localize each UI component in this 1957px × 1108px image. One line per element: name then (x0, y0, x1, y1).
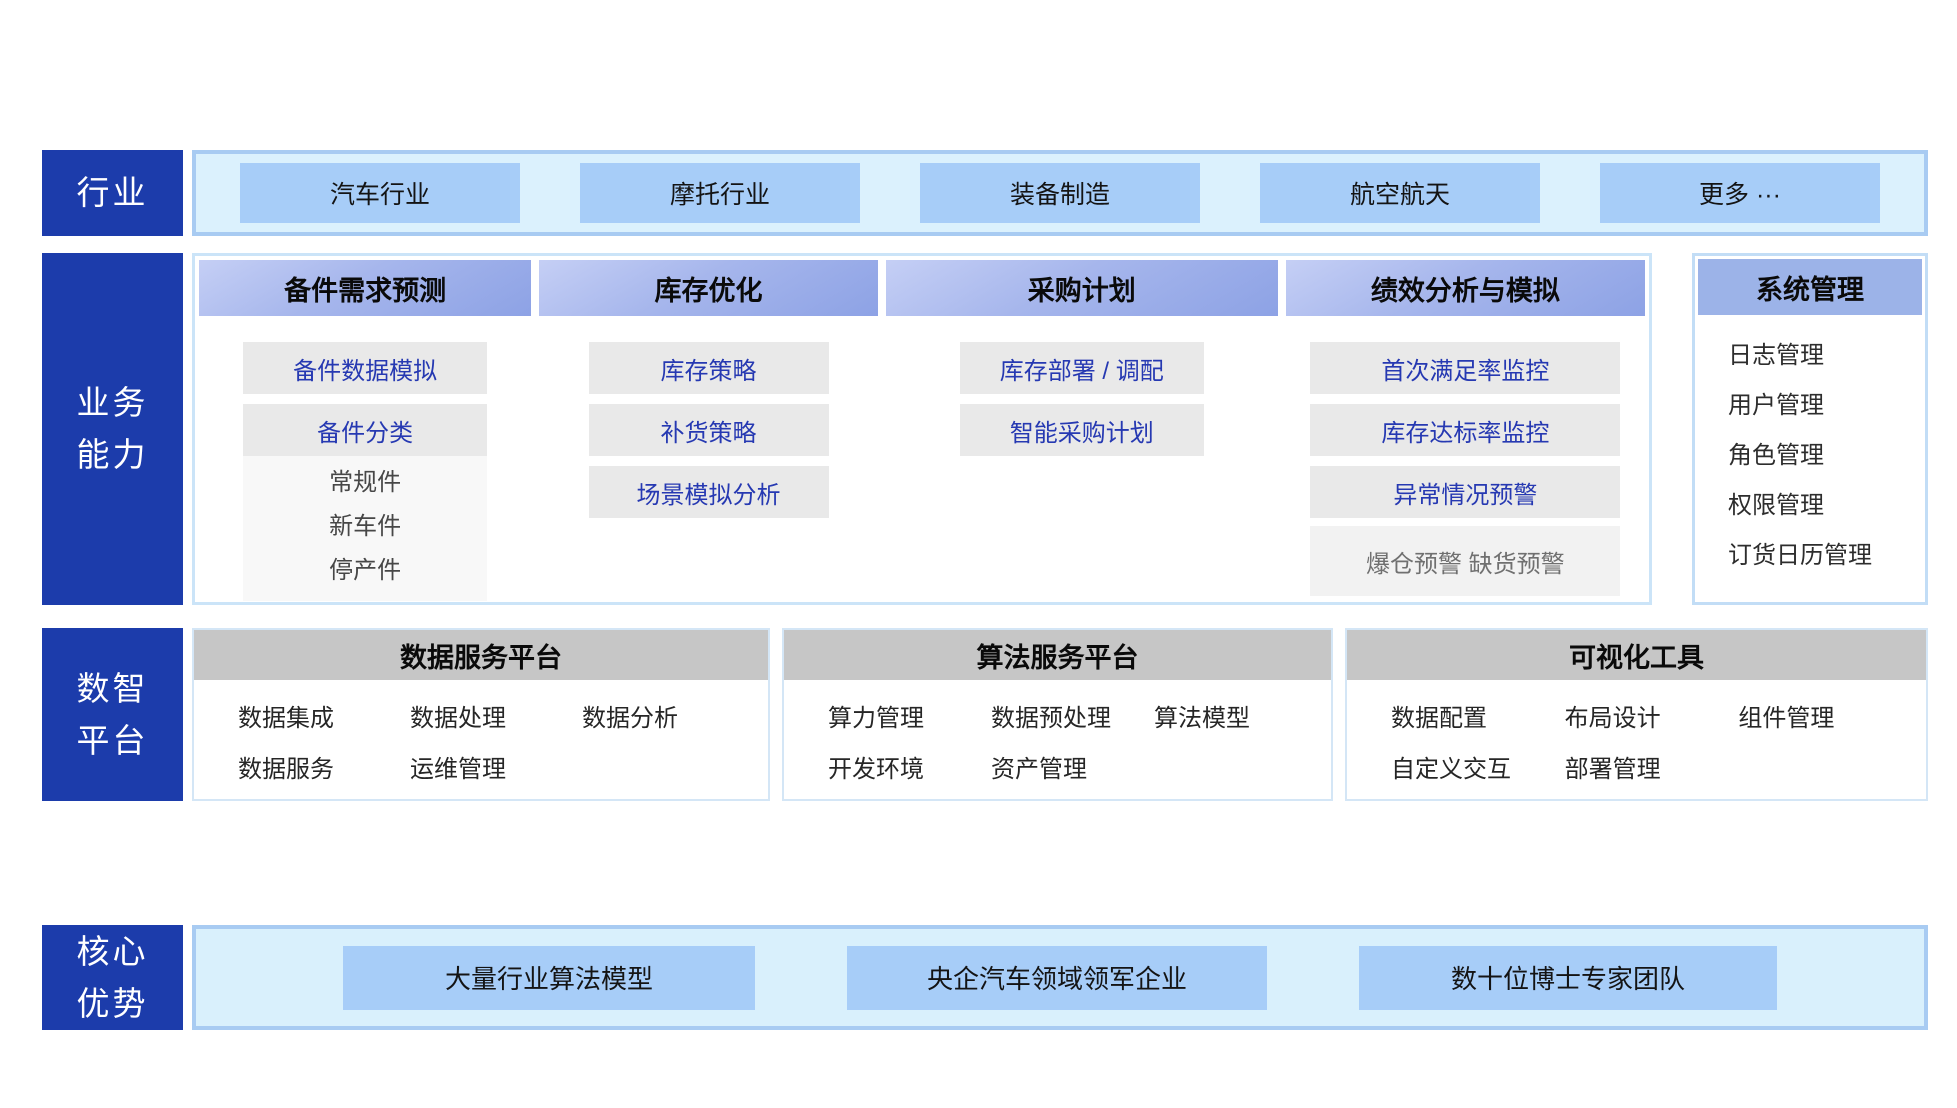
platform-item: 数据服务 (238, 756, 334, 783)
algorithm-service-platform-items: 算力管理 数据预处理 算法模型 开发环境 资产管理 (784, 680, 1331, 784)
capability-item: 异常情况预警 (1310, 466, 1621, 518)
capability-item-muted: 爆仓预警 缺货预警 (1310, 526, 1621, 596)
column-performance-analysis: 首次满足率监控 库存达标率监控 异常情况预警 爆仓预警 缺货预警 (1286, 316, 1645, 601)
business-capability-section: 备件需求预测 库存优化 采购计划 绩效分析与模拟 备件数据模拟 备件分类 常规件… (192, 253, 1928, 605)
industry-chip-auto: 汽车行业 (240, 163, 520, 223)
band-label-platform-line1: 数智 (76, 669, 149, 707)
band-label-platform-line2: 平台 (76, 721, 149, 759)
platform-item: 数据预处理 (991, 705, 1111, 732)
platform-item: 数据集成 (238, 705, 334, 732)
system-item: 用户管理 (1728, 392, 1824, 419)
business-column-headers: 备件需求预测 库存优化 采购计划 绩效分析与模拟 (199, 260, 1645, 316)
algorithm-service-platform-header: 算法服务平台 (784, 630, 1331, 680)
parts-classification-sublist: 常规件 新车件 停产件 (243, 456, 488, 601)
data-service-platform-header: 数据服务平台 (194, 630, 768, 680)
column-header-purchase-plan: 采购计划 (885, 260, 1278, 316)
band-label-industry: 行业 (42, 150, 183, 236)
band-label-advantage-line1: 核心 (76, 932, 149, 970)
capability-item: 备件数据模拟 (243, 342, 488, 394)
column-header-performance-analysis: 绩效分析与模拟 (1285, 260, 1645, 316)
platform-item: 资产管理 (991, 756, 1087, 783)
business-columns: 备件数据模拟 备件分类 常规件 新车件 停产件 库存策略 补货策略 场景模拟分析… (199, 316, 1645, 601)
industry-chip-more: 更多 ··· (1600, 163, 1880, 223)
sublist-item: 新车件 (329, 513, 402, 540)
platform-item: 开发环境 (828, 756, 924, 783)
system-item: 权限管理 (1728, 492, 1824, 519)
system-item: 订货日历管理 (1728, 542, 1872, 569)
algorithm-service-platform-panel: 算法服务平台 算力管理 数据预处理 算法模型 开发环境 资产管理 (782, 628, 1333, 801)
capability-item: 库存达标率监控 (1310, 404, 1621, 456)
column-header-inventory-optimization: 库存优化 (539, 260, 878, 316)
band-label-industry-text: 行业 (76, 174, 149, 211)
column-purchase-plan: 库存部署 / 调配 智能采购计划 (886, 316, 1278, 601)
system-management-header: 系统管理 (1698, 259, 1922, 315)
band-label-advantage-line2: 优势 (76, 984, 149, 1022)
system-management-panel: 系统管理 日志管理 用户管理 角色管理 权限管理 订货日历管理 (1692, 253, 1928, 605)
advantage-row-container: 大量行业算法模型 央企汽车领域领军企业 数十位博士专家团队 (192, 925, 1928, 1030)
advantage-chip-algorithm-models: 大量行业算法模型 (343, 945, 755, 1010)
band-label-platform: 数智 平台 (42, 628, 183, 801)
capability-item: 补货策略 (588, 404, 829, 456)
platform-section: 数据服务平台 数据集成 数据处理 数据分析 数据服务 运维管理 算法服务平台 算… (192, 628, 1928, 801)
capability-item: 首次满足率监控 (1310, 342, 1621, 394)
capability-item: 库存部署 / 调配 (959, 342, 1204, 394)
column-header-demand-forecast: 备件需求预测 (199, 260, 532, 316)
platform-item: 数据配置 (1391, 705, 1487, 732)
platform-item: 算力管理 (828, 705, 924, 732)
platform-item: 组件管理 (1738, 705, 1835, 732)
platform-item: 自定义交互 (1391, 756, 1511, 783)
capability-item: 智能采购计划 (959, 404, 1204, 456)
band-label-advantage: 核心 优势 (42, 925, 183, 1030)
platform-item: 布局设计 (1564, 705, 1661, 732)
platform-item: 数据处理 (410, 705, 506, 732)
industry-chip-equipment: 装备制造 (920, 163, 1200, 223)
system-management-items: 日志管理 用户管理 角色管理 权限管理 订货日历管理 (1728, 331, 1922, 581)
platform-item: 运维管理 (410, 756, 506, 783)
industry-chip-moto: 摩托行业 (580, 163, 860, 223)
sublist-item: 停产件 (329, 557, 402, 584)
platform-item: 算法模型 (1154, 705, 1250, 732)
column-demand-forecast: 备件数据模拟 备件分类 常规件 新车件 停产件 (199, 316, 531, 601)
sublist-item: 常规件 (329, 469, 402, 496)
data-service-platform-items: 数据集成 数据处理 数据分析 数据服务 运维管理 (194, 680, 768, 784)
visualization-tools-header: 可视化工具 (1347, 630, 1926, 680)
business-capability-container: 备件需求预测 库存优化 采购计划 绩效分析与模拟 备件数据模拟 备件分类 常规件… (192, 253, 1652, 605)
industry-row-container: 汽车行业 摩托行业 装备制造 航空航天 更多 ··· (192, 150, 1928, 236)
data-service-platform-panel: 数据服务平台 数据集成 数据处理 数据分析 数据服务 运维管理 (192, 628, 770, 801)
advantage-chip-leading-enterprise: 央企汽车领域领军企业 (847, 945, 1267, 1010)
system-item: 角色管理 (1728, 442, 1824, 469)
column-inventory-optimization: 库存策略 补货策略 场景模拟分析 (539, 316, 877, 601)
band-label-business: 业务 能力 (42, 253, 183, 605)
platform-item: 部署管理 (1564, 756, 1661, 783)
capability-item: 场景模拟分析 (588, 466, 829, 518)
advantage-chip-expert-team: 数十位博士专家团队 (1359, 945, 1777, 1010)
industry-chip-aerospace: 航空航天 (1260, 163, 1540, 223)
platform-item: 数据分析 (582, 705, 678, 732)
capability-item: 备件分类 (243, 404, 488, 456)
band-label-business-line1: 业务 (76, 384, 149, 421)
band-label-business-line2: 能力 (76, 436, 149, 473)
visualization-tools-items: 数据配置 布局设计 组件管理 自定义交互 部署管理 (1347, 680, 1926, 784)
visualization-tools-panel: 可视化工具 数据配置 布局设计 组件管理 自定义交互 部署管理 (1345, 628, 1928, 801)
system-item: 日志管理 (1728, 342, 1824, 369)
capability-item: 库存策略 (588, 342, 829, 394)
